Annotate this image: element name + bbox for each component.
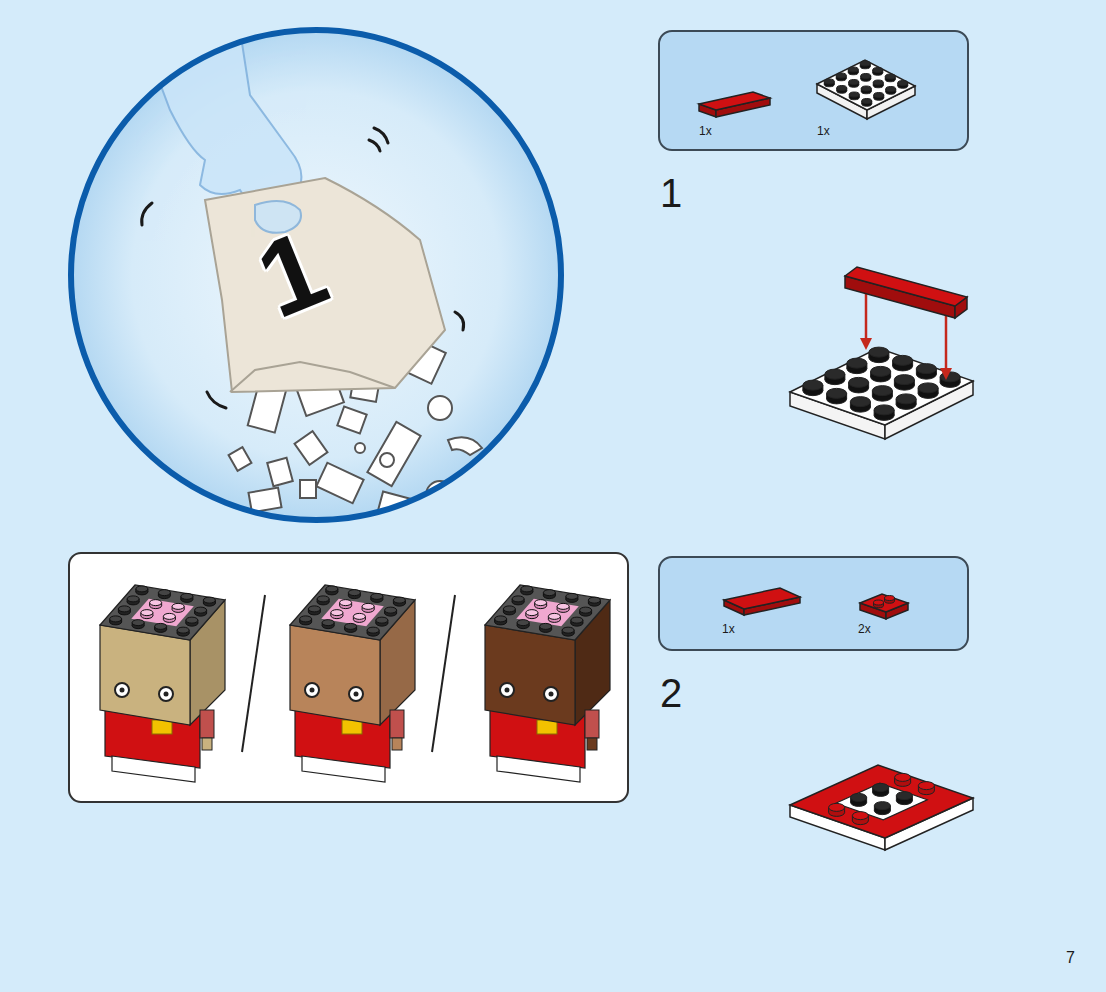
part-count: 1x <box>699 125 712 137</box>
part-count: 1x <box>817 125 830 137</box>
step2-assembly <box>790 765 973 850</box>
part-count: 2x <box>858 623 871 635</box>
divider <box>242 595 265 752</box>
bag-circle <box>71 30 561 520</box>
step-number: 2 <box>660 673 682 713</box>
circle-border <box>71 30 561 520</box>
divider <box>432 595 455 752</box>
parts-callout: 1x 2x <box>658 556 969 651</box>
part-images <box>660 558 967 649</box>
figure-panel <box>69 553 628 802</box>
figures <box>100 585 610 782</box>
page-number: 7 <box>1066 950 1075 966</box>
step1-assembly <box>790 267 973 439</box>
part-count: 1x <box>722 623 735 635</box>
parts-callout: 1x 1x <box>658 30 969 151</box>
step-number: 1 <box>660 173 682 213</box>
bag-scene <box>140 30 482 519</box>
